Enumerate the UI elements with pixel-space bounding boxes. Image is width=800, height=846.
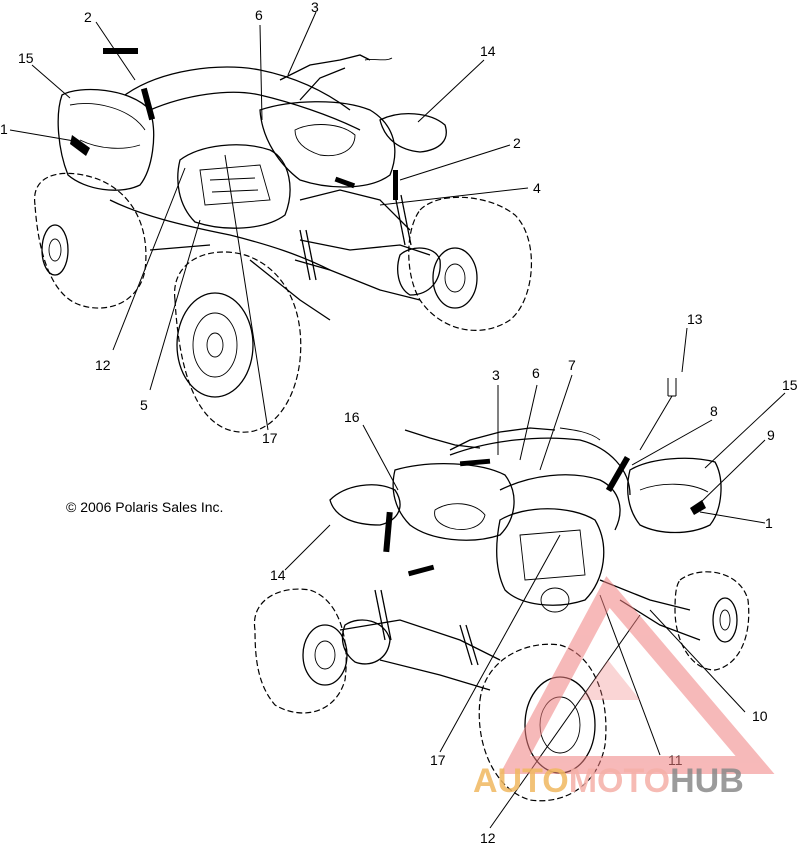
callout-17: 17 <box>262 430 278 446</box>
decal-2b-top <box>140 87 156 121</box>
decal-14-bottom <box>383 511 393 553</box>
callout-2: 2 <box>84 9 92 25</box>
callout-13: 13 <box>687 311 703 327</box>
decal-2-top <box>103 48 138 54</box>
callout-9: 9 <box>767 427 775 443</box>
decal-nose-bottom <box>407 564 435 577</box>
callout-3-bottom: 3 <box>492 367 500 383</box>
decal-1-top <box>70 135 90 156</box>
callout-14: 14 <box>480 43 496 59</box>
callout-8: 8 <box>710 403 718 419</box>
watermark-moto: MOTO <box>568 762 671 800</box>
copyright-notice: © 2006 Polaris Sales Inc. <box>66 499 224 515</box>
callout-1-bottom: 1 <box>765 515 773 531</box>
top-callouts: 2 6 3 15 1 14 2 4 12 5 17 <box>0 0 541 446</box>
atv-top-view <box>34 48 532 433</box>
decal-2-right-top <box>393 170 398 200</box>
bottom-leader-lines <box>284 327 786 829</box>
callout-15-bottom: 15 <box>782 377 798 393</box>
top-leader-lines <box>9 11 529 431</box>
decal-nose-top <box>334 176 356 189</box>
callout-15: 15 <box>18 50 34 66</box>
callout-6: 6 <box>255 7 263 23</box>
decal-8-bottom <box>605 456 631 492</box>
decal-3-bottom <box>459 458 491 467</box>
callout-14-bottom: 14 <box>270 567 286 583</box>
callout-2-right: 2 <box>513 135 521 151</box>
callout-5: 5 <box>140 397 148 413</box>
callout-1: 1 <box>0 121 8 137</box>
callout-10: 10 <box>752 708 768 724</box>
callout-16: 16 <box>344 409 360 425</box>
callout-4: 4 <box>533 180 541 196</box>
atv-bottom-view <box>253 427 750 802</box>
decal-9-bottom <box>690 500 706 515</box>
callout-12: 12 <box>95 357 111 373</box>
callout-17-bottom: 17 <box>430 752 446 768</box>
watermark-logo <box>499 576 775 774</box>
callout-7: 7 <box>568 357 576 373</box>
callout-6-bottom: 6 <box>532 365 540 381</box>
callout-3: 3 <box>311 0 319 15</box>
callout-12-bottom: 12 <box>480 830 496 846</box>
watermark-hub: HUB <box>670 762 744 800</box>
watermark-auto: AUTO <box>473 762 569 800</box>
watermark-brand-text: AUTOMOTOHUB <box>473 762 744 801</box>
